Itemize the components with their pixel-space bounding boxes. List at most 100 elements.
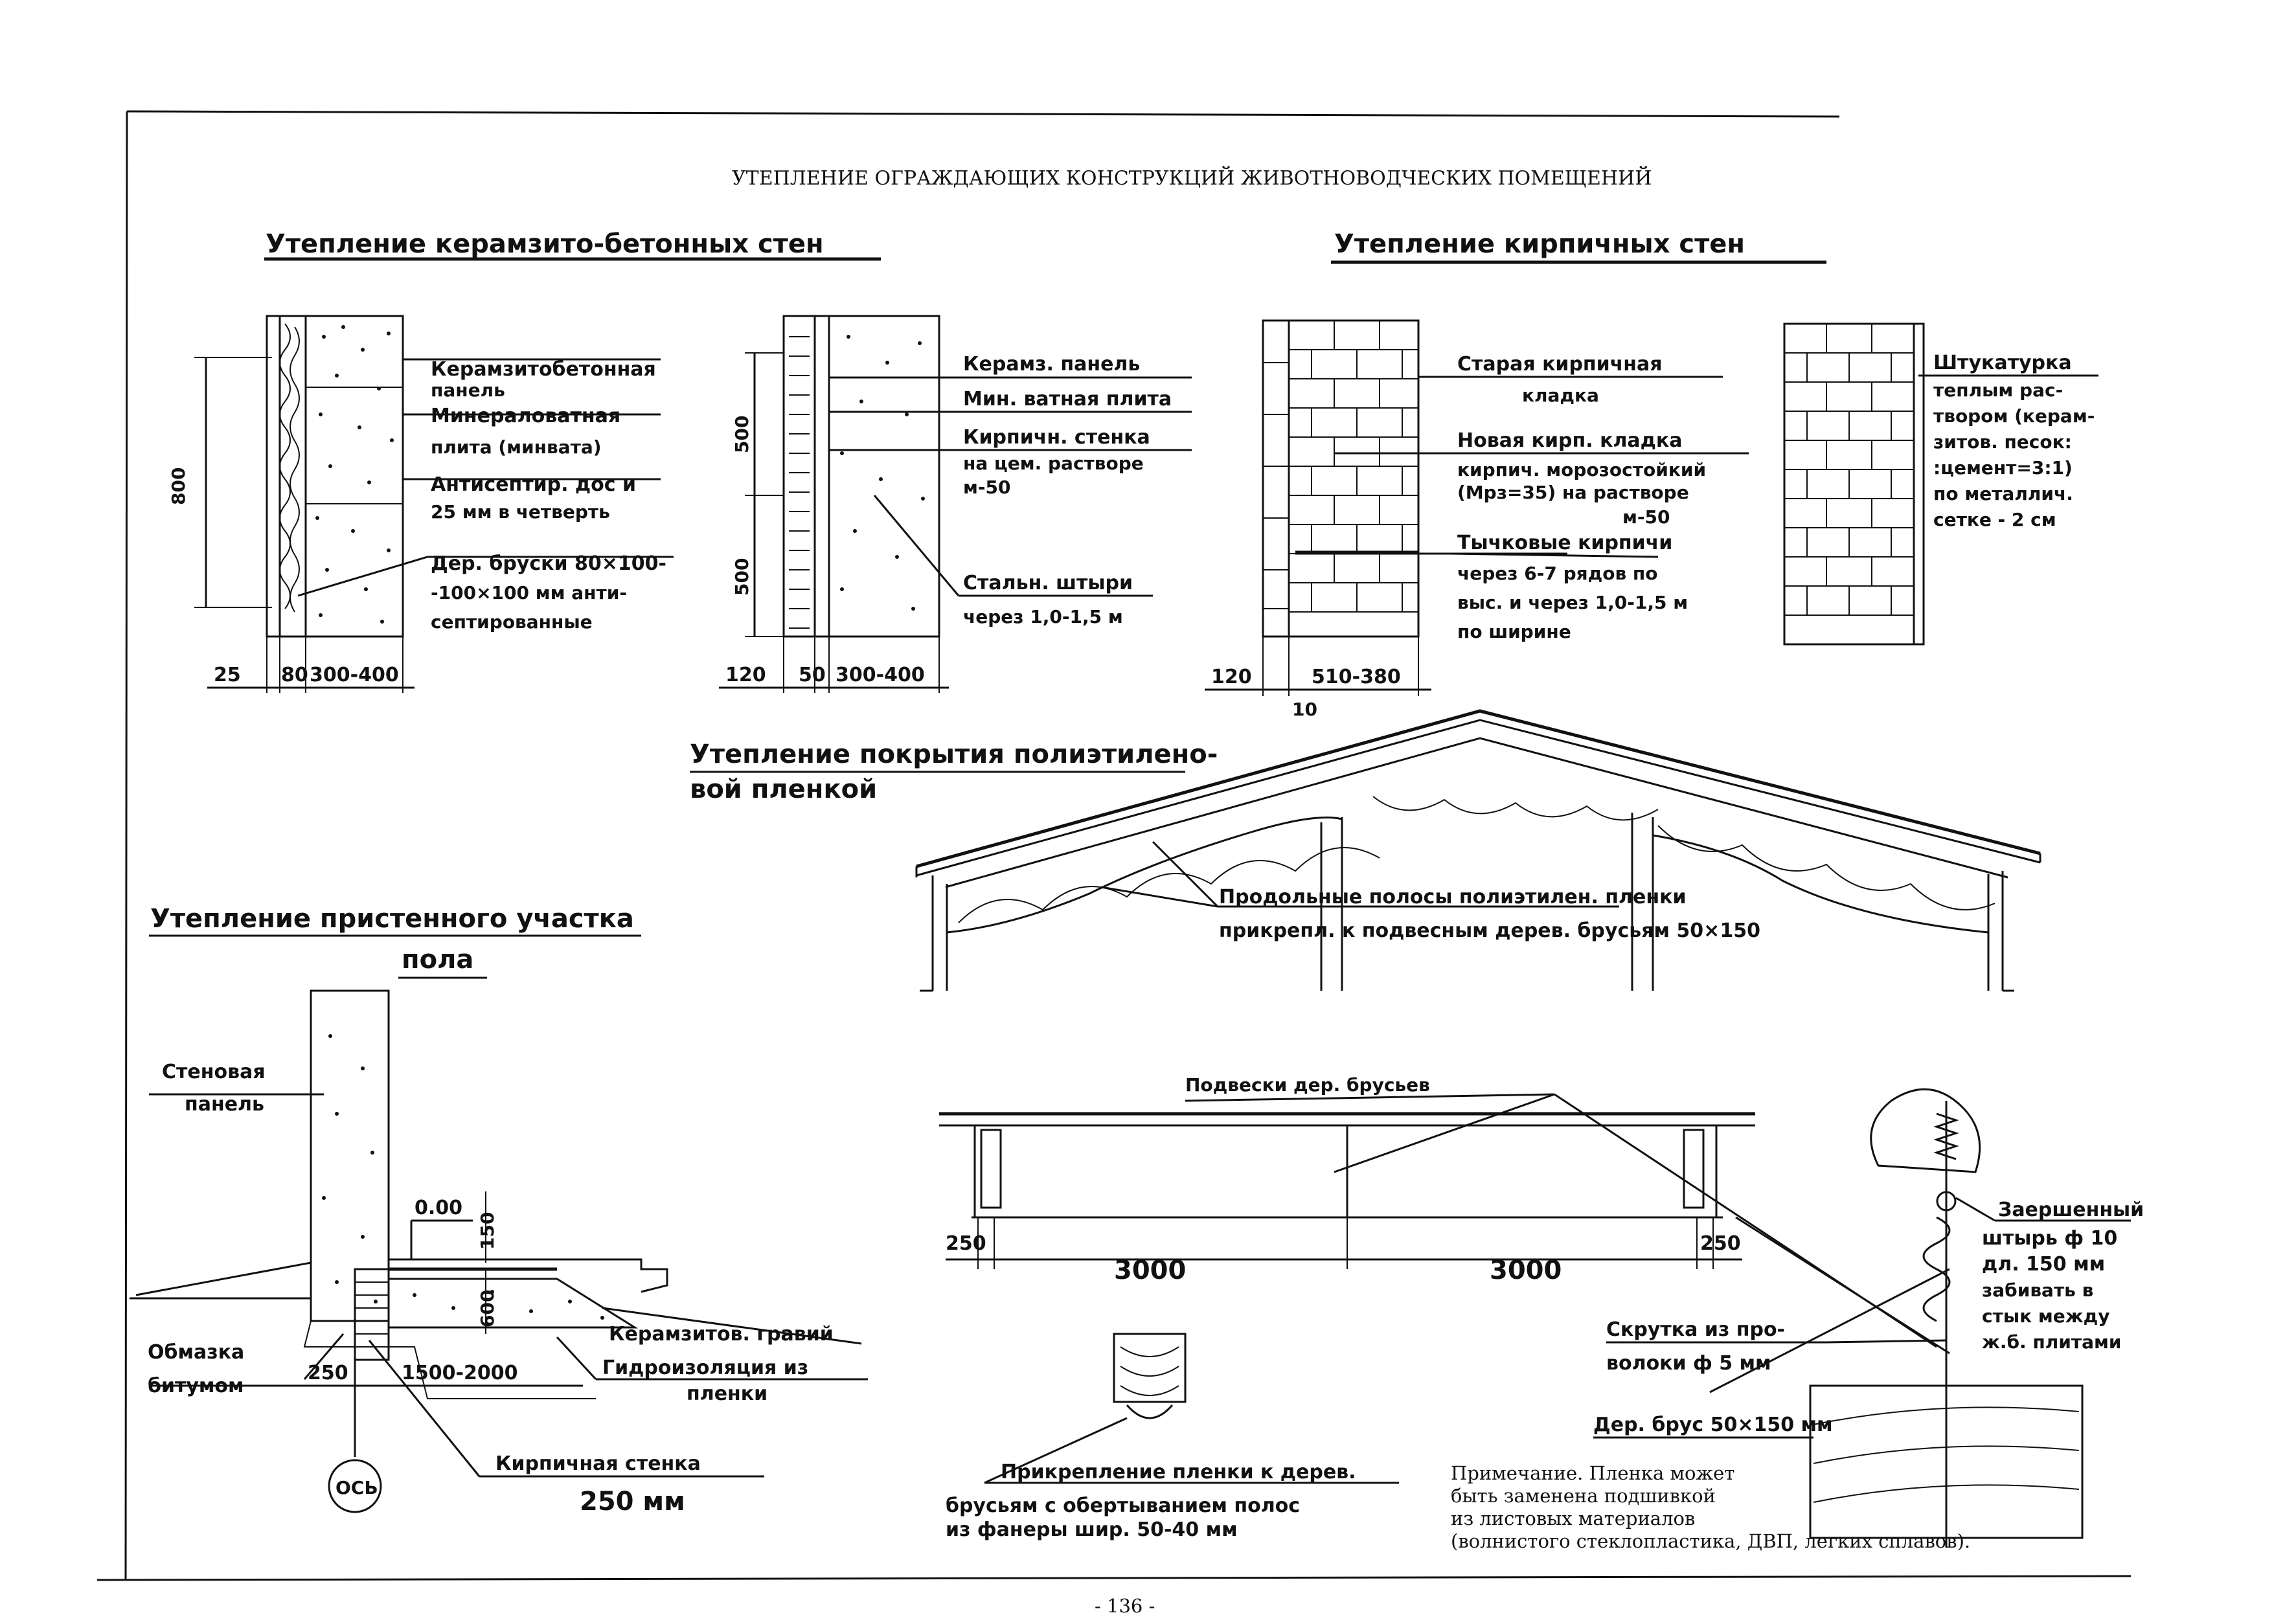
brick1-label-2: Новая кирп. кладка (1457, 429, 1683, 452)
wall1-label-5: 25 мм в четверть (431, 501, 610, 523)
wall2-label-2: Кирпичн. стенка (963, 426, 1150, 449)
fix-label-2: брусьям с обертыванием полос (946, 1494, 1300, 1517)
floor-wall-panel-1: Стеновая (162, 1061, 266, 1083)
roof-title-2: вой пленкой (690, 774, 877, 804)
floor-title-1: Утепление пристенного участка (150, 904, 634, 934)
pin-label-4: стык между (1982, 1305, 2110, 1327)
brick1-label-6: Тычковые кирпичи (1457, 532, 1672, 554)
floor-gravel: Керамзитов. гравий (609, 1323, 834, 1346)
hangers-dim-3: 250 (1700, 1232, 1741, 1255)
brick1-label-4: (Мрз=35) на растворе (1457, 482, 1689, 503)
brick2-label-3: зитов. песок: (1933, 431, 2072, 453)
pin-label-0: Заершенный (1998, 1199, 2144, 1221)
wall2-label-6: через 1,0-1,5 м (963, 606, 1123, 627)
pin-detail (1593, 1088, 2131, 1548)
wall1-label-8: септированные (431, 611, 593, 633)
brick2-label-4: :цемент=3:1) (1933, 457, 2073, 479)
main-title: УТЕПЛЕНИЕ ОГРАЖДАЮЩИХ КОНСТРУКЦИЙ ЖИВОТН… (732, 166, 1652, 190)
wall-brick-title: Утепление кирпичных стен (1334, 229, 1745, 259)
floor-axis-label: ОСЬ (335, 1477, 378, 1498)
floor-title-2: пола (402, 945, 473, 975)
floor-dim-1500: 1500-2000 (402, 1362, 517, 1384)
floor-brick-wall-2: 250 мм (580, 1487, 685, 1517)
brick2-label-2: твором (керам- (1933, 405, 2095, 427)
beam-label: Дер. брус 50×150 мм (1593, 1414, 1833, 1436)
roof-label-1: Продольные полосы полиэтилен. пленки (1219, 886, 1686, 908)
brick2-label-0: Штукатурка (1933, 352, 2072, 374)
roof-label-2: прикрепл. к подвесным дерев. брусьям 50×… (1219, 919, 1760, 942)
brick2-label-6: сетке - 2 см (1933, 509, 2056, 530)
note-line-3: (волнистого стеклопластика, ДВП, легких … (1451, 1530, 1970, 1552)
floor-bitumen-2: битумом (148, 1375, 244, 1397)
brick1-label-9: по ширине (1457, 621, 1571, 642)
floor-dim-600: 600 (477, 1290, 498, 1327)
wall2-label-3: на цем. растворе (963, 453, 1144, 474)
pin-label-1: штырь ф 10 (1982, 1227, 2117, 1250)
note-line-1: быть заменена подшивкой (1451, 1485, 1716, 1507)
wire-label-0: Скрутка из про- (1606, 1318, 1785, 1341)
brick-section-2: Штукатурка теплым рас- твором (керам- зи… (1783, 322, 2098, 646)
wall1-label-1: панель (431, 379, 505, 401)
floor-bitumen-1: Обмазка (148, 1341, 244, 1364)
wall1-dim-0: 25 (214, 664, 241, 686)
brick1-dim-1: 510-380 (1312, 666, 1401, 688)
wall1-dim-2: 300-400 (310, 664, 399, 686)
wall2-dim-1: 50 (799, 664, 826, 686)
brick1-label-8: выс. и через 1,0-1,5 м (1457, 592, 1688, 613)
fix-label-3: из фанеры шир. 50-40 мм (946, 1518, 1238, 1541)
wall1-label-4: Антисептир. дос и (431, 473, 636, 496)
brick1-dim-0: 120 (1211, 666, 1252, 688)
brick-section-1: Старая кирпичная кладка Новая кирп. клад… (1205, 319, 1749, 720)
wire-label-1: волоки ф 5 мм (1606, 1352, 1771, 1375)
brick1-label-5: м-50 (1622, 506, 1670, 528)
wall1-dim-height: 800 (168, 468, 189, 505)
floor-dim-150: 150 (477, 1212, 498, 1250)
brick1-dim-2: 10 (1292, 699, 1317, 720)
pin-label-2: дл. 150 мм (1982, 1253, 2105, 1276)
floor-brick-wall-1: Кирпичная стенка (495, 1452, 701, 1475)
sheet-frame (97, 110, 2132, 1581)
brick1-label-1: кладка (1522, 385, 1599, 406)
floor-wall-panel-2: панель (185, 1093, 264, 1116)
wall2-label-4: м-50 (963, 477, 1010, 498)
brick1-label-0: Старая кирпичная (1457, 353, 1663, 376)
wall2-label-1: Мин. ватная плита (963, 388, 1172, 411)
floor-hydro-1: Гидроизоляция из (602, 1357, 808, 1379)
wall2-dim-0: 120 (725, 664, 766, 686)
wall2-dim-v0: 500 (731, 416, 753, 453)
floor-section (130, 989, 868, 1513)
hangers-dim-0: 250 (946, 1232, 986, 1255)
wall-concrete-title: Утепление керамзито-бетонных стен (266, 229, 824, 259)
floor-dim-250: 250 (308, 1362, 348, 1384)
brick1-label-7: через 6-7 рядов по (1457, 563, 1658, 584)
wall2-dim-v1: 500 (731, 558, 753, 596)
note-line-2: из листовых материалов (1451, 1507, 1695, 1529)
brick2-label-1: теплым рас- (1933, 379, 2063, 401)
film-fixing-detail (984, 1333, 1399, 1484)
wall2-label-5: Стальн. штыри (963, 572, 1133, 594)
hangers-dim-2: 3000 (1490, 1256, 1562, 1285)
brick1-label-3: кирпич. морозостойкий (1457, 459, 1706, 480)
hanger-beam (939, 1093, 1950, 1355)
wall1-label-6: Дер. бруски 80×100- (431, 552, 666, 575)
roof-title-1: Утепление покрытия полиэтилено- (690, 739, 1218, 769)
fix-label-1: Прикрепление пленки к дерев. (1001, 1461, 1356, 1483)
wall1-label-0: Керамзитобетонная (431, 358, 656, 381)
note-line-0: Примечание. Пленка может (1451, 1462, 1734, 1484)
pin-label-5: ж.б. плитами (1982, 1331, 2122, 1353)
wall1-label-7: -100×100 мм анти- (431, 582, 627, 603)
wall2-label-0: Керамз. панель (963, 353, 1140, 376)
hangers-dim-1: 3000 (1114, 1256, 1186, 1285)
floor-level: 0.00 (415, 1197, 462, 1219)
brick2-label-5: по металлич. (1933, 483, 2073, 504)
wall1-dim-1: 80 (281, 664, 308, 686)
roof-truss (915, 709, 2041, 992)
wall1-label-2: Минераловатная (431, 405, 620, 427)
pin-label-3: забивать в (1982, 1280, 2093, 1301)
wall2-dim-2: 300-400 (836, 664, 925, 686)
page-number: - 136 - (1095, 1595, 1155, 1617)
wall-section-1: 800 Керамзитобетонная панель Минераловат… (168, 315, 674, 693)
floor-hydro-2: пленки (687, 1382, 767, 1405)
wall1-label-3: плита (минвата) (431, 436, 602, 458)
